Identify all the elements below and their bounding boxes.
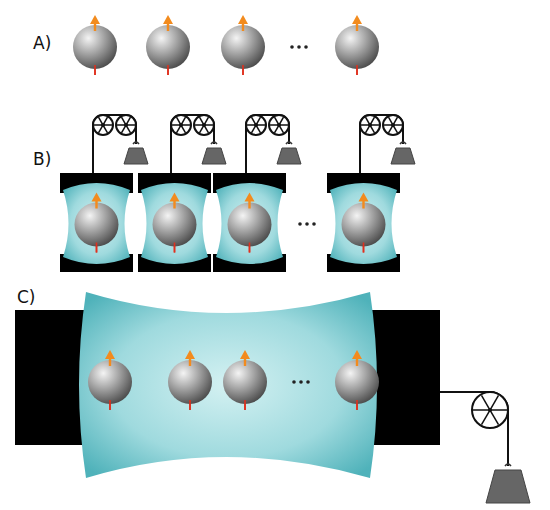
pulley-wheel: [171, 115, 191, 135]
small-cavity: [60, 173, 133, 272]
ellipsis-dot: [299, 380, 303, 384]
spin-particle: [223, 350, 267, 410]
spin-particle: [221, 15, 265, 75]
spin-particle: [335, 15, 379, 75]
pulley-wheel: [269, 115, 289, 135]
ellipsis-dot: [290, 45, 294, 49]
spin-particle: [146, 15, 190, 75]
ellipsis-dot: [305, 222, 309, 226]
large-cavity: [15, 292, 440, 478]
pulley-wheel: [116, 115, 136, 135]
rope: [359, 125, 361, 173]
weight: [391, 142, 415, 164]
weight: [124, 142, 148, 164]
ellipsis-dot: [297, 45, 301, 49]
spin-particle: [88, 350, 132, 410]
small-cavity: [213, 173, 286, 272]
small-cavity: [327, 173, 400, 272]
ellipsis-dot: [304, 45, 308, 49]
ellipsis-dot: [312, 222, 316, 226]
spin-particle: [168, 350, 212, 410]
rope: [170, 125, 172, 173]
rope: [92, 125, 94, 173]
ellipsis-dot: [306, 380, 310, 384]
spin-particle: [73, 15, 117, 75]
pulley-wheel: [383, 115, 403, 135]
rope: [245, 125, 247, 173]
spin-particle: [228, 193, 272, 253]
spin-particle: [75, 193, 119, 253]
spin-particle: [153, 193, 197, 253]
ellipsis-dot: [292, 380, 296, 384]
weight: [202, 142, 226, 164]
pulley-wheel: [194, 115, 214, 135]
rope: [507, 410, 509, 466]
small-cavity: [138, 173, 211, 272]
panel-label: A): [33, 33, 51, 53]
pulley-wheel: [246, 115, 266, 135]
ellipsis-dot: [298, 222, 302, 226]
spin-particle: [342, 193, 386, 253]
weight: [486, 464, 530, 503]
panel-label: C): [17, 287, 36, 307]
pulley-wheel: [360, 115, 380, 135]
panel-label: B): [33, 149, 51, 169]
pulley-wheel: [93, 115, 113, 135]
spin-particle: [335, 350, 379, 410]
pulley-wheel: [472, 392, 508, 428]
weight: [277, 142, 301, 164]
